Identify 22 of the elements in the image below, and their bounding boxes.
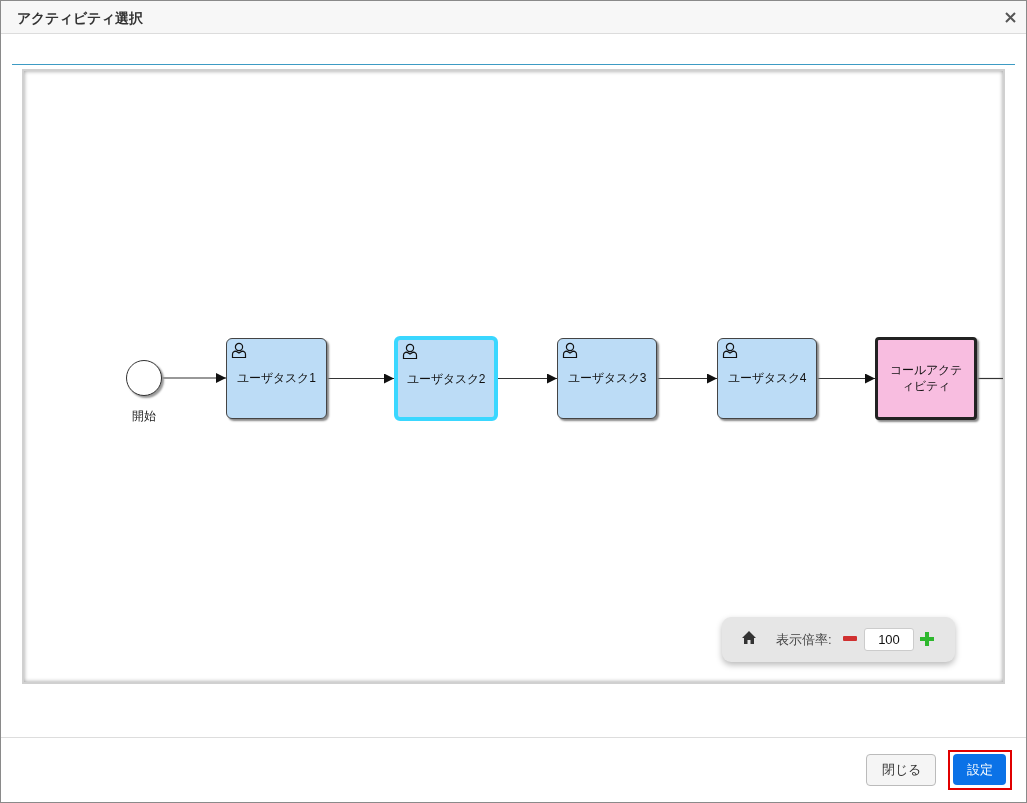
start-event-circle xyxy=(126,360,162,396)
task-label: ユーザタスク1 xyxy=(236,370,317,386)
task-box xyxy=(394,336,498,421)
close-button: 閉じる xyxy=(866,754,936,786)
sequence-arrow xyxy=(656,373,718,384)
task-label: ユーザタスク3 xyxy=(566,370,648,386)
task-label: ユーザタスク4 xyxy=(726,370,808,386)
task-box xyxy=(557,338,657,419)
node-caption: 開始 xyxy=(131,408,157,425)
set-button: 設定 xyxy=(953,754,1006,785)
task-box xyxy=(226,338,327,419)
sequence-arrow xyxy=(161,373,227,383)
sequence-arrow xyxy=(497,373,558,384)
task-label: コールアクティビティ xyxy=(889,362,963,394)
zoom-label: 表示倍率: xyxy=(776,631,832,649)
task-box xyxy=(717,338,817,419)
sequence-arrow xyxy=(326,373,395,384)
dialog-title: アクティビティ選択 xyxy=(17,10,143,28)
zoom-input: 100 xyxy=(864,628,914,651)
task-label: ユーザタスク2 xyxy=(405,371,487,387)
call-activity-box xyxy=(875,337,977,420)
sequence-arrow xyxy=(816,373,876,384)
